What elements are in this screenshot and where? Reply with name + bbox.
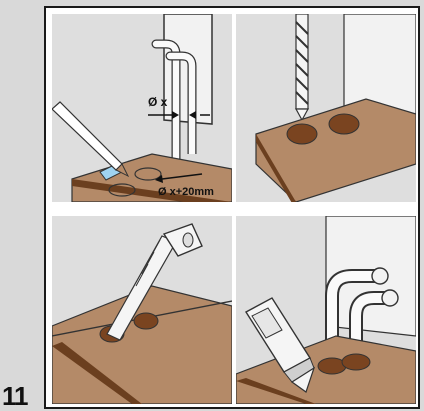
- step-number: 11: [2, 381, 28, 411]
- panel-mark-holes: Ø x Ø x+20mm: [52, 14, 232, 202]
- panel-drill-holes: [236, 14, 416, 202]
- label-pipe-diameter: Ø x: [148, 95, 168, 109]
- panel-seal-pipes: [236, 216, 416, 404]
- instruction-frame: Ø x Ø x+20mm: [44, 6, 420, 409]
- panel-saw-board: [52, 216, 232, 404]
- drill-bit-icon: [296, 14, 308, 120]
- label-hole-diameter: Ø x+20mm: [158, 186, 214, 198]
